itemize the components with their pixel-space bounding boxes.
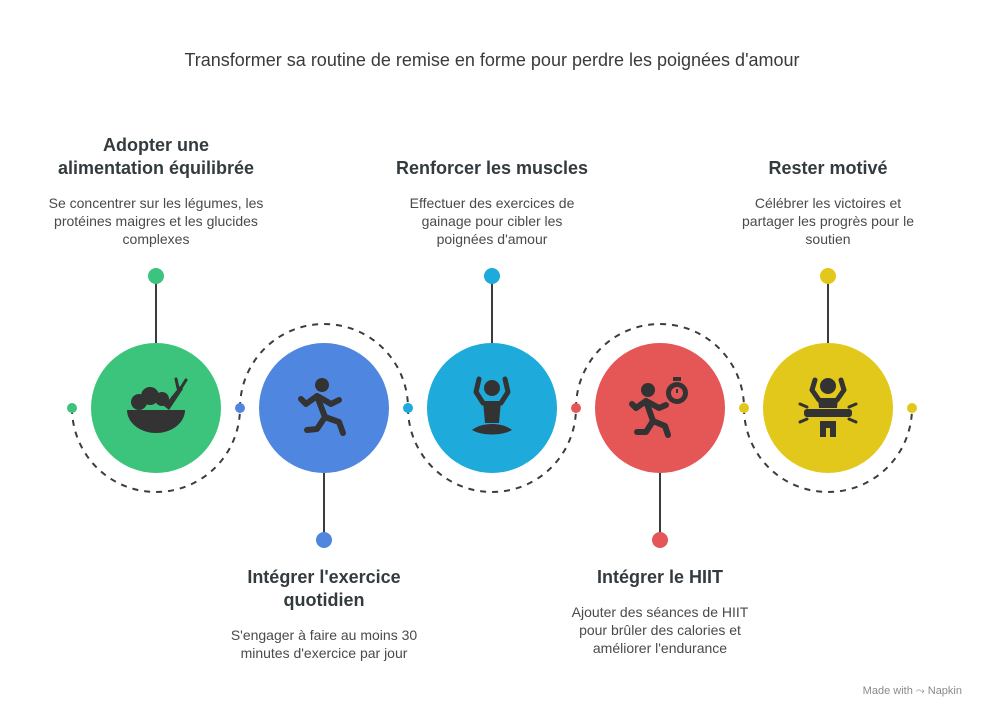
connector-arc-3 bbox=[407, 407, 577, 493]
stem-dot-4 bbox=[652, 532, 668, 548]
napkin-logo-icon: ⤳ bbox=[915, 685, 925, 697]
step-1-text: Adopter une alimentation équilibrée Se c… bbox=[36, 134, 276, 248]
made-with-label: Made with bbox=[862, 685, 913, 697]
step-1-title: Adopter une alimentation équilibrée bbox=[57, 135, 255, 178]
connector-arc-1 bbox=[71, 407, 241, 493]
junction-dot bbox=[571, 403, 581, 413]
stem-dot-1 bbox=[148, 268, 164, 284]
connector-arc-2 bbox=[239, 323, 409, 409]
step-circle-1 bbox=[91, 343, 221, 473]
step-2-description: S'engager à faire au moins 30 minutes d'… bbox=[230, 627, 418, 661]
junction-dot bbox=[235, 403, 245, 413]
connector-arc-4 bbox=[575, 323, 745, 409]
step-3-title: Renforcer les muscles bbox=[395, 158, 589, 178]
junction-dot bbox=[403, 403, 413, 413]
connector-arc-5 bbox=[743, 407, 913, 493]
step-4-description: Ajouter des séances de HIIT pour brûler … bbox=[571, 604, 749, 656]
step-3-description: Effectuer des exercices de gainage pour … bbox=[409, 195, 575, 247]
meditating-person-icon bbox=[472, 376, 512, 435]
napkin-brand: Napkin bbox=[927, 685, 962, 697]
step-5-text: Rester motivé Célébrer les victoires et … bbox=[708, 157, 948, 248]
step-3-text: Renforcer les muscles Effectuer des exer… bbox=[372, 157, 612, 248]
running-stopwatch-icon bbox=[629, 377, 688, 438]
stem-dot-2 bbox=[316, 532, 332, 548]
step-5-description: Célébrer les victoires et partager les p… bbox=[742, 195, 914, 247]
salad-bowl-icon bbox=[127, 377, 188, 433]
running-person-icon bbox=[298, 378, 346, 436]
step-5-title: Rester motivé bbox=[768, 158, 888, 178]
junction-dot bbox=[907, 403, 917, 413]
step-4-title: Intégrer le HIIT bbox=[596, 567, 724, 587]
junction-dot bbox=[739, 403, 749, 413]
stem-dot-5 bbox=[820, 268, 836, 284]
junction-dot bbox=[67, 403, 77, 413]
step-1-description: Se concentrer sur les légumes, les proté… bbox=[48, 195, 264, 247]
page-title: Transformer sa routine de remise en form… bbox=[184, 50, 800, 70]
napkin-watermark: Made with ⤳ Napkin bbox=[863, 685, 962, 698]
step-2-title: Intégrer l'exercice quotidien bbox=[247, 567, 401, 610]
celebrating-person-icon bbox=[798, 377, 858, 437]
step-2-text: Intégrer l'exercice quotidien S'engager … bbox=[204, 566, 444, 662]
stem-dot-3 bbox=[484, 268, 500, 284]
step-4-text: Intégrer le HIIT Ajouter des séances de … bbox=[540, 566, 780, 657]
